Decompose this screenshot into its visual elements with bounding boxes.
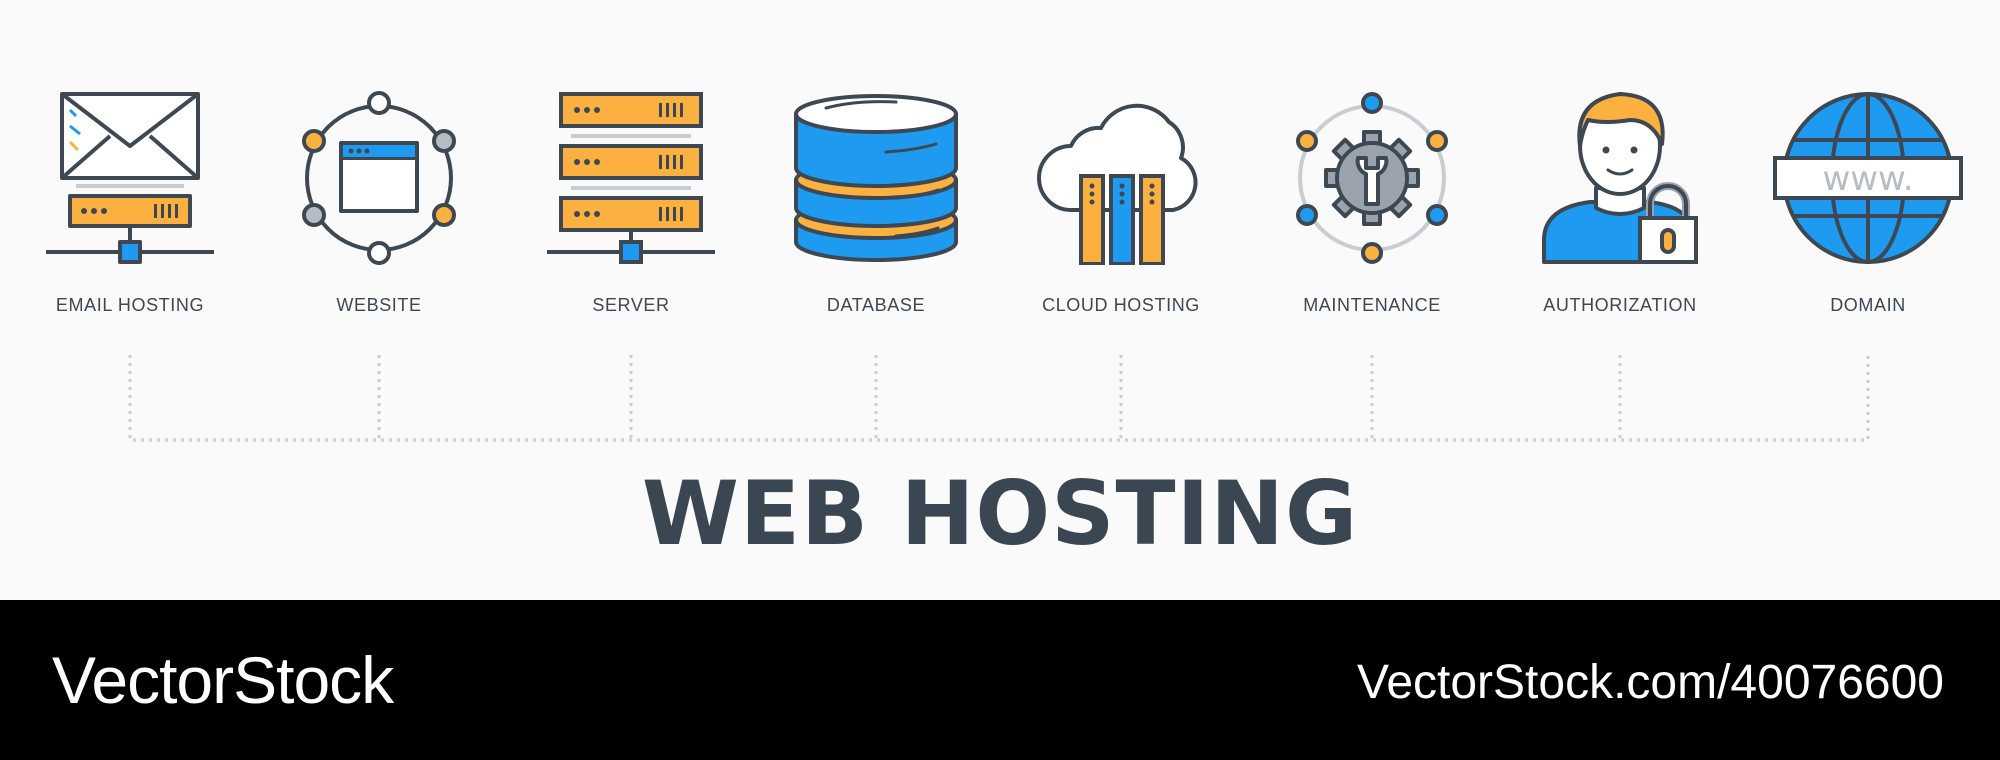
item-label: SERVER — [592, 295, 670, 315]
item-label: AUTHORIZATION — [1543, 295, 1697, 315]
item-domain: www. DOMAIN — [1768, 80, 1968, 316]
item-label: EMAIL HOSTING — [55, 295, 205, 315]
item-label: DOMAIN — [1830, 295, 1906, 315]
website-network-icon — [302, 91, 456, 265]
item-email-hosting: EMAIL HOSTING — [30, 80, 230, 316]
item-cloud-hosting: CLOUD HOSTING — [1021, 80, 1221, 316]
server-rack-icon — [547, 92, 715, 264]
item-label: DATABASE — [826, 295, 926, 315]
item-server: SERVER — [531, 80, 731, 316]
globe-www-icon: www. — [1773, 92, 1963, 264]
item-maintenance: MAINTENANCE — [1272, 80, 1472, 316]
brand-logo: VectorStock — [52, 643, 394, 717]
connector-lines — [128, 355, 1870, 442]
page-title: WEB HOSTING — [641, 462, 1359, 565]
footer-bar: VectorStock VectorStock.com/40076600 — [0, 600, 2000, 760]
cloud-hosting-icon — [1037, 103, 1198, 265]
item-website: WEBSITE — [279, 80, 479, 316]
item-authorization: AUTHORIZATION — [1520, 80, 1720, 316]
item-database: DATABASE — [776, 80, 976, 316]
item-label: CLOUD HOSTING — [1042, 295, 1200, 315]
image-url: VectorStock.com/40076600 — [1356, 656, 1944, 709]
item-label: MAINTENANCE — [1303, 295, 1441, 315]
database-icon — [794, 94, 958, 262]
gear-wrench-icon — [1296, 92, 1448, 264]
infographic: EMAIL HOSTING WEBSITE — [30, 80, 1968, 565]
item-label: WEBSITE — [336, 295, 422, 315]
www-text: www. — [1822, 159, 1913, 199]
user-lock-icon — [1542, 92, 1698, 264]
email-server-icon — [46, 92, 214, 264]
